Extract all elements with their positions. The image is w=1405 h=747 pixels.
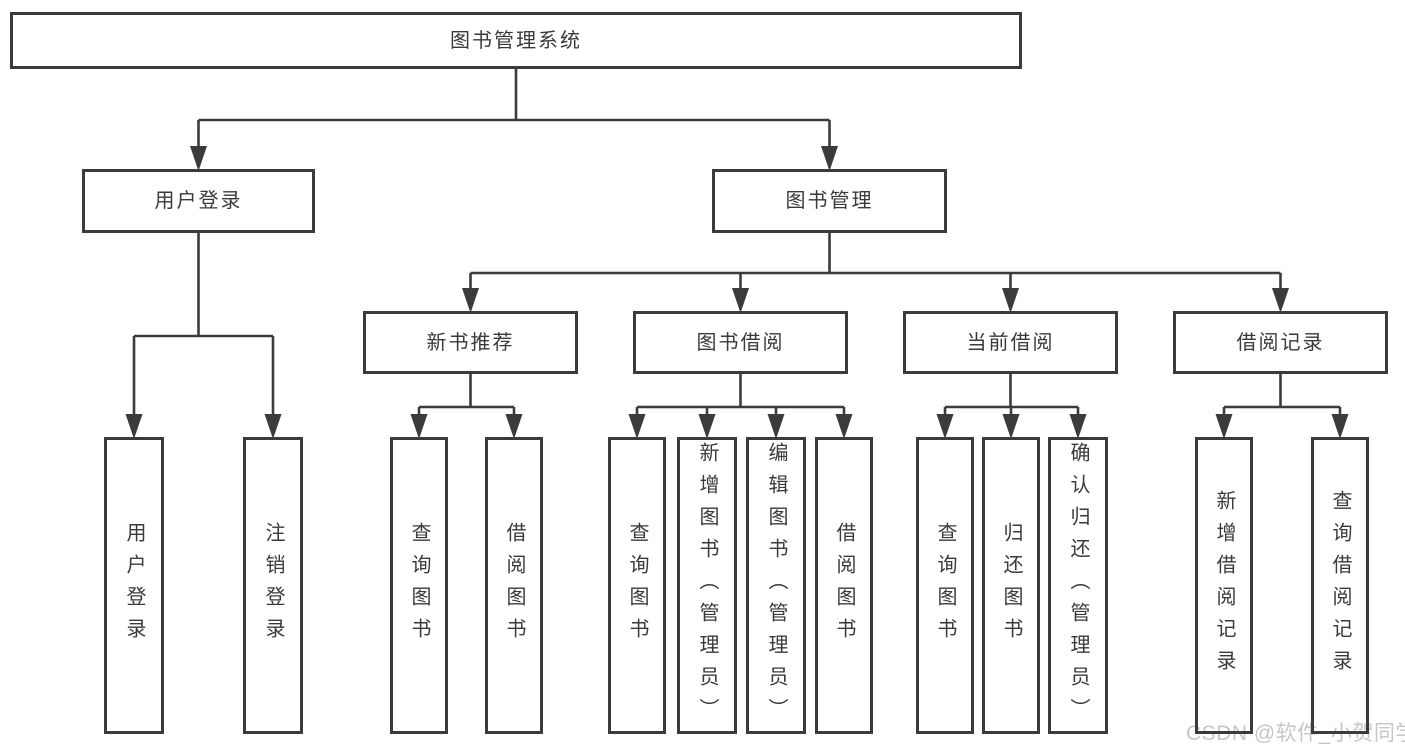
node-label-root: 图书管理系统	[450, 29, 582, 52]
arrowhead-icon	[732, 288, 749, 313]
node-label-query-book-1: 查询图书	[408, 521, 430, 650]
node-label-borrow-book-1: 借阅图书	[503, 521, 525, 650]
node-user-login-op: 用户登录	[104, 437, 164, 734]
node-confirm-return-admin: 确认归还（管理员）	[1048, 437, 1108, 734]
node-query-borrow-record: 查询借阅记录	[1311, 437, 1369, 734]
node-new-book-rec: 新书推荐	[363, 311, 578, 374]
arrowhead-icon	[462, 288, 479, 313]
arrowhead-icon	[1069, 414, 1087, 439]
arrowhead-icon	[628, 414, 646, 439]
arrowhead-icon	[821, 146, 838, 171]
node-book-mgmt: 图书管理	[712, 169, 947, 233]
arrowhead-icon	[264, 414, 282, 439]
node-label-query-book-2: 查询图书	[626, 521, 648, 650]
node-label-new-book-rec: 新书推荐	[426, 331, 515, 354]
csdn-watermark: CSDN @软件_小贺同学	[1186, 722, 1405, 745]
node-edit-book-admin: 编辑图书（管理员）	[746, 437, 806, 734]
node-label-query-borrow-record: 查询借阅记录	[1329, 489, 1351, 682]
node-label-book-borrow: 图书借阅	[696, 331, 785, 354]
node-label-current-borrow: 当前借阅	[966, 331, 1055, 354]
arrowhead-icon	[1002, 288, 1019, 313]
node-user-login: 用户登录	[82, 169, 315, 233]
arrowhead-icon	[190, 146, 207, 171]
node-label-borrow-records: 借阅记录	[1236, 331, 1325, 354]
node-borrow-book-1: 借阅图书	[485, 437, 543, 734]
node-borrow-book-2: 借阅图书	[815, 437, 873, 734]
node-current-borrow: 当前借阅	[903, 311, 1118, 374]
arrowhead-icon	[835, 414, 853, 439]
arrowhead-icon	[936, 414, 954, 439]
node-return-book: 归还图书	[982, 437, 1040, 734]
node-label-user-login: 用户登录	[154, 190, 243, 212]
node-query-book-3: 查询图书	[916, 437, 974, 734]
node-label-borrow-book-2: 借阅图书	[833, 521, 855, 650]
arrowhead-icon	[410, 414, 428, 439]
node-add-book-admin: 新增图书（管理员）	[677, 437, 737, 734]
node-label-user-login-op: 用户登录	[123, 521, 145, 650]
arrowhead-icon	[1331, 414, 1349, 439]
node-query-book-2: 查询图书	[608, 437, 666, 734]
arrowhead-icon	[1272, 288, 1289, 313]
node-label-return-book: 归还图书	[1000, 521, 1022, 650]
node-borrow-records: 借阅记录	[1173, 311, 1388, 374]
arrowhead-icon	[767, 414, 785, 439]
node-label-add-book-admin: 新增图书（管理员）	[696, 441, 718, 730]
node-label-query-book-3: 查询图书	[934, 521, 956, 650]
arrowhead-icon	[505, 414, 523, 439]
arrowhead-icon	[125, 414, 143, 439]
arrowhead-icon	[1002, 414, 1020, 439]
node-label-add-borrow-record: 新增借阅记录	[1213, 489, 1235, 682]
arrowhead-icon	[698, 414, 716, 439]
node-logout-op: 注销登录	[243, 437, 303, 734]
node-label-edit-book-admin: 编辑图书（管理员）	[765, 441, 787, 730]
node-root: 图书管理系统	[10, 12, 1022, 69]
node-label-confirm-return-admin: 确认归还（管理员）	[1067, 441, 1089, 730]
node-book-borrow: 图书借阅	[633, 311, 848, 374]
arrowhead-icon	[1215, 414, 1233, 439]
node-add-borrow-record: 新增借阅记录	[1195, 437, 1253, 734]
node-label-book-mgmt: 图书管理	[785, 190, 874, 212]
node-label-logout-op: 注销登录	[262, 521, 284, 650]
node-query-book-1: 查询图书	[390, 437, 448, 734]
